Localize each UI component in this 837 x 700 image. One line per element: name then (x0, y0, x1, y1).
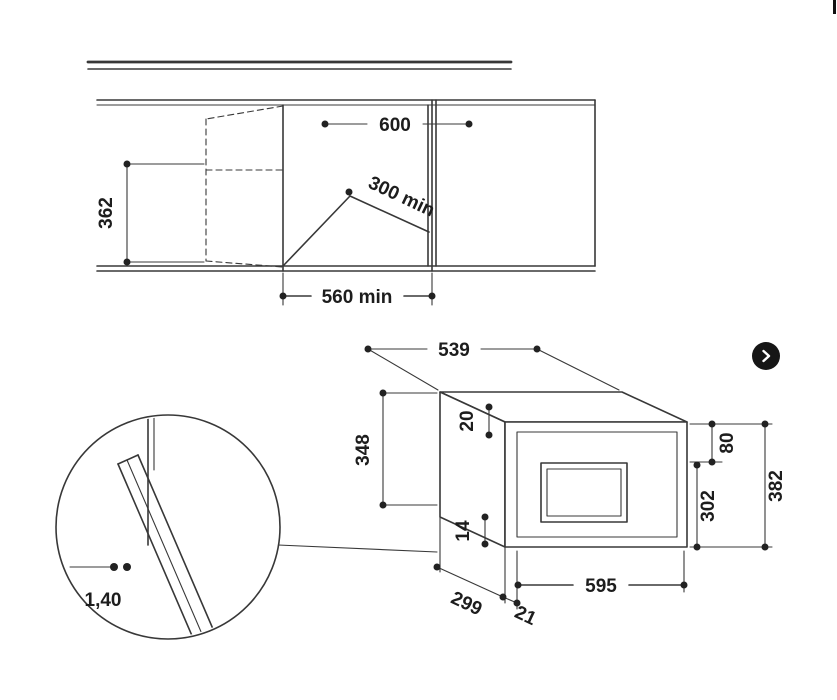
dim-label-detail-gap: 1,40 (85, 590, 122, 611)
dim-label-oven-depth: 299 (448, 588, 486, 620)
cabinet-cutout-drawing: 600 362 300 min 560 min (86, 60, 596, 308)
dim-label-oven-door-proud: 21 (511, 602, 539, 630)
magnifier-detail: 1,40 (55, 414, 438, 640)
dim-cabinet-height-side: 362 (96, 160, 205, 266)
dim-oven-top-width: 539 (364, 340, 620, 391)
dim-label-oven-bottom-clearance: 14 (453, 520, 474, 542)
dim-label-cabinet-width-min: 560 min (322, 287, 393, 308)
dim-oven-bottom-clearance: 14 (453, 513, 489, 548)
dim-label-oven-front-width: 595 (585, 576, 617, 597)
dim-label-cabinet-depth-min: 300 min (365, 173, 438, 222)
dim-oven-front-width: 595 (514, 550, 688, 597)
dim-cabinet-width-top: 600 (321, 115, 473, 136)
dim-detail-gap: 1,40 (69, 563, 131, 611)
dim-label-oven-total-height: 382 (766, 470, 787, 502)
dim-oven-rear-height: 348 (353, 389, 438, 509)
dim-label-oven-front-top: 80 (717, 432, 738, 453)
dim-oven-right-side: 80 302 382 (689, 420, 787, 551)
microwave-drawing: 539 348 20 14 (353, 340, 787, 630)
dim-oven-top-clearance: 20 (457, 403, 493, 439)
dim-label-cabinet-width-top: 600 (379, 115, 411, 136)
dim-label-oven-rear-height: 348 (353, 434, 374, 466)
magnifier-circle (55, 414, 281, 640)
dim-label-oven-top-clearance: 20 (457, 410, 478, 431)
carousel-next-button[interactable] (752, 342, 780, 370)
dim-label-oven-top-width: 539 (438, 340, 470, 361)
dim-label-oven-front-lower: 302 (698, 490, 719, 522)
cabinet-structure (86, 60, 596, 272)
dim-oven-depth: 299 21 (433, 563, 540, 630)
dim-cabinet-width-min: 560 min (279, 272, 436, 308)
magnifier-contents (117, 417, 217, 637)
page-edge-mark (833, 0, 836, 14)
dim-label-cabinet-height-side: 362 (96, 197, 117, 229)
microwave-body (439, 391, 688, 610)
chevron-right-icon (762, 349, 771, 363)
